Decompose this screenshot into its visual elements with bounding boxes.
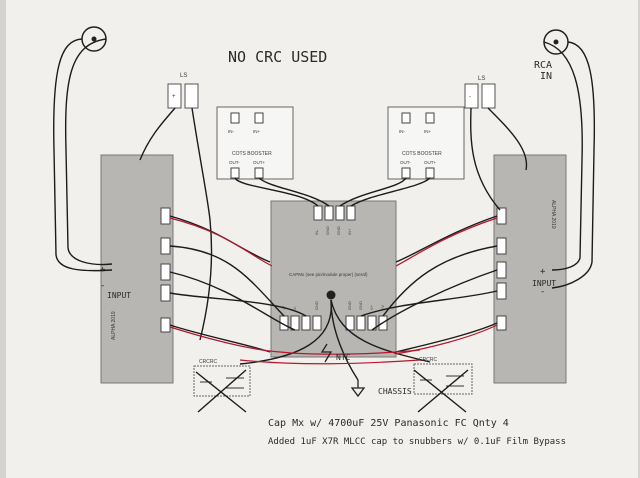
input-label-left: INPUT (107, 291, 131, 300)
svg-text:COTS BOOSTER: COTS BOOSTER (402, 151, 442, 157)
booster-module-left: IN- IN+ COTS BOOSTER OUT- OUT+ (216, 106, 294, 180)
ground-star-point (326, 290, 336, 300)
svg-text:+: + (172, 94, 176, 100)
svg-text:OUT-: OUT- (229, 160, 240, 165)
ls-label-right: LS (478, 76, 485, 82)
svg-text:IN+: IN+ (253, 129, 261, 134)
speaker-terminal-right: LS - (464, 76, 496, 109)
svg-text:CHASSIS: CHASSIS (378, 387, 412, 396)
svg-text:GND: GND (325, 226, 330, 235)
svg-text:GND: GND (347, 301, 352, 310)
ls-label-left: LS (180, 73, 187, 79)
svg-text:GND: GND (358, 301, 363, 310)
speaker-terminal-left: LS + (167, 73, 199, 109)
rca-in-note-2: IN (540, 71, 552, 82)
svg-text:CAPMx (see pin/module proper): CAPMx (see pin/module proper) (seraf) (289, 272, 368, 277)
svg-text:V+: V+ (369, 304, 374, 310)
svg-text:ALPHA 2019: ALPHA 2019 (111, 311, 117, 340)
wires-black (53, 38, 596, 413)
svg-text:IN+: IN+ (424, 129, 432, 134)
svg-text:OUT-: OUT- (400, 160, 411, 165)
psu-top-connectors: IN- GND GND IN+ (313, 205, 356, 235)
title-note: NO CRC USED (228, 48, 327, 66)
snubber-note: Added 1uF X7R MLCC cap to snubbers w/ 0.… (268, 437, 566, 447)
svg-text:OUT+: OUT+ (424, 160, 436, 165)
chassis-ground: CHASSIS (350, 380, 412, 398)
svg-text:CRCRC: CRCRC (199, 359, 217, 365)
svg-text:GND: GND (314, 301, 319, 310)
input-minus-left: - (100, 281, 105, 291)
svg-text:GND: GND (336, 226, 341, 235)
svg-text:OUT+: OUT+ (253, 160, 265, 165)
wires-red (169, 217, 498, 365)
input-plus-left: + (100, 265, 106, 275)
power-supply-board: CAPMx (see pin/module proper) (seraf) IN… (270, 200, 397, 358)
svg-text:IN+: IN+ (347, 228, 352, 235)
svg-text:-: - (469, 94, 471, 100)
svg-text:IN-: IN- (314, 229, 319, 235)
amp-module-left: ALPHA 2019 (100, 154, 174, 384)
svg-text:IN-: IN- (228, 129, 235, 134)
svg-text:IN-: IN- (399, 129, 406, 134)
booster-module-right: IN- IN+ COTS BOOSTER OUT- OUT+ (387, 106, 465, 180)
cap-note: Cap Mx w/ 4700uF 25V Panasonic FC Qnty 4 (268, 418, 509, 429)
input-label-right: INPUT (532, 279, 556, 288)
svg-text:COTS BOOSTER: COTS BOOSTER (232, 151, 272, 157)
input-plus-right: + (540, 267, 546, 277)
svg-text:ALPHA 2019: ALPHA 2019 (550, 200, 556, 229)
crc-module-left: CRCRC (193, 359, 251, 397)
svg-text:V-: V- (292, 306, 297, 310)
amp-module-right: ALPHA 2019 (493, 154, 567, 384)
svg-text:CRCRC: CRCRC (419, 357, 437, 363)
svg-text:NTC: NTC (336, 353, 351, 362)
rca-in-note: RCA (534, 60, 552, 71)
input-minus-right: - (540, 287, 545, 297)
svg-text:+V: +V (380, 305, 385, 310)
ntc-thermistor: NTC (320, 343, 351, 363)
